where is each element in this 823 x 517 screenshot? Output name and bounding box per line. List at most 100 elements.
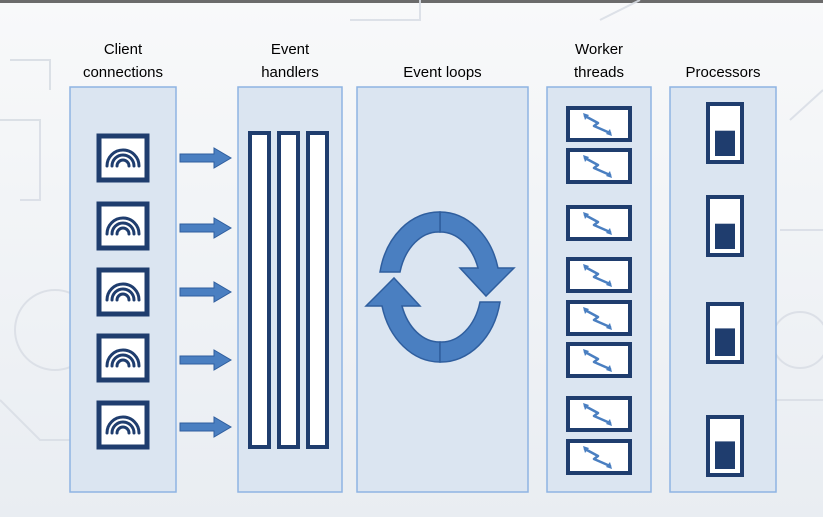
battery-level-icon [706, 195, 744, 257]
wifi-arc [105, 148, 141, 168]
wifi-arc [105, 415, 141, 435]
worker-thread-box [566, 439, 632, 475]
thread-arrowhead-end [606, 171, 612, 178]
client-connection-box [96, 267, 150, 317]
right-arrow-icon [179, 217, 232, 239]
wifi-signal-icon [96, 267, 150, 317]
thread-arrowhead-start [583, 264, 589, 271]
thread-arrowhead-start [583, 403, 589, 410]
thread-squiggle-icon [566, 148, 632, 184]
thread-arrowhead-end [606, 419, 612, 426]
processor-level-fill [715, 328, 735, 356]
thread-arrowhead-end [606, 129, 612, 136]
wifi-signal-icon [96, 333, 150, 383]
thread-arrowhead-start [583, 307, 589, 314]
thread-squiggle [583, 308, 612, 329]
thread-squiggle [583, 350, 612, 371]
event-handler-bar [277, 131, 300, 449]
wifi-arc [115, 425, 131, 435]
worker-thread-box [566, 205, 632, 241]
thread-arrowhead-end [606, 365, 612, 372]
thread-squiggle [583, 447, 612, 468]
thread-arrowhead-start [583, 113, 589, 120]
wifi-arc [110, 420, 136, 435]
client-connection-box [96, 400, 150, 450]
event-handler-bar [248, 131, 271, 449]
processors-title: Processors [670, 61, 776, 84]
wifi-arc [105, 216, 141, 236]
wifi-arc [115, 158, 131, 168]
battery-level-icon [706, 415, 744, 477]
worker-thread-box [566, 106, 632, 142]
wifi-arc [115, 358, 131, 368]
thread-arrowhead-start [583, 212, 589, 219]
processor-level-fill [715, 130, 735, 156]
wifi-signal-icon [96, 133, 150, 183]
thread-squiggle-icon [566, 439, 632, 475]
loops-title-line-1: Event loops [403, 64, 482, 81]
thread-squiggle [583, 213, 612, 234]
thread-squiggle-icon [566, 106, 632, 142]
client-title-line-1: Client [103, 41, 143, 58]
thread-squiggle-icon [566, 396, 632, 432]
wifi-arc [110, 353, 136, 368]
thread-squiggle [583, 404, 612, 425]
thread-squiggle-icon [566, 257, 632, 293]
event-loops-title: Event loops [357, 61, 528, 84]
worker-thread-box [566, 300, 632, 336]
workers-title-line-2: threads [573, 64, 625, 81]
client-title-line-2: connections [82, 64, 164, 81]
thread-arrowhead-start [583, 349, 589, 356]
loop-arc-upper [379, 211, 441, 273]
processor-level-fill [715, 441, 735, 469]
wifi-arc [115, 226, 131, 236]
thread-arrowhead-end [606, 228, 612, 235]
wifi-arc [105, 282, 141, 302]
client-connection-box [96, 133, 150, 183]
wifi-arc [105, 348, 141, 368]
wifi-arc [115, 292, 131, 302]
thread-arrowhead-end [606, 280, 612, 287]
thread-squiggle [583, 156, 612, 177]
processors-title-line-1: Processors [685, 64, 761, 81]
thread-arrowhead-end [606, 323, 612, 330]
worker-threads-title: Worker threads [547, 38, 651, 84]
right-arrow-icon [179, 349, 232, 371]
thread-arrowhead-start [583, 446, 589, 453]
thread-squiggle-icon [566, 205, 632, 241]
right-arrow-icon [179, 281, 232, 303]
worker-thread-box [566, 148, 632, 184]
processor-level-fill [715, 223, 735, 249]
wifi-signal-icon [96, 400, 150, 450]
battery-level-icon [706, 102, 744, 164]
top-bar [0, 0, 823, 3]
handlers-title-line-1: Event [270, 41, 310, 58]
worker-thread-box [566, 396, 632, 432]
thread-squiggle-icon [566, 300, 632, 336]
loop-arrow-left [364, 276, 441, 363]
wifi-arc [110, 287, 136, 302]
client-connections-title: Client connections [70, 38, 176, 84]
cycle-arrows-icon [364, 211, 516, 363]
right-arrow-icon [179, 147, 232, 169]
workers-title-line-1: Worker [574, 41, 624, 58]
thread-arrowhead-start [583, 155, 589, 162]
event-handler-bar [306, 131, 329, 449]
right-arrow-icon [179, 416, 232, 438]
wifi-signal-icon [96, 201, 150, 251]
battery-level-icon [706, 302, 744, 364]
loop-arc-lower [439, 301, 501, 363]
wifi-arc [110, 153, 136, 168]
worker-thread-box [566, 342, 632, 378]
worker-thread-box [566, 257, 632, 293]
thread-squiggle-icon [566, 342, 632, 378]
thread-arrowhead-end [606, 462, 612, 469]
wifi-arc [110, 221, 136, 236]
event-handlers-title: Event handlers [238, 38, 342, 84]
thread-squiggle [583, 114, 612, 135]
client-connection-box [96, 201, 150, 251]
thread-squiggle [583, 265, 612, 286]
handlers-title-line-2: handlers [261, 64, 319, 81]
loop-arrow-right [439, 211, 516, 298]
